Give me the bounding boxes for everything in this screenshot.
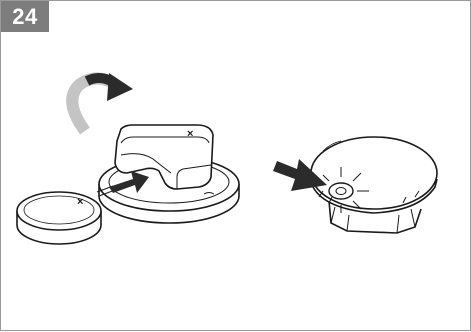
glowing-led-indicator-icon <box>322 167 369 213</box>
cover-polarity-mark: × <box>187 128 193 140</box>
battery-polarity-mark: × <box>77 196 83 208</box>
insert-arrow-icon <box>96 171 149 197</box>
coin-battery: × <box>16 191 102 245</box>
pointer-arrow-icon <box>273 159 327 191</box>
detector-unit <box>310 136 438 234</box>
rotation-arrow-icon <box>66 72 133 135</box>
battery-cover: × <box>114 124 214 190</box>
step-number-badge: 24 <box>1 1 49 32</box>
